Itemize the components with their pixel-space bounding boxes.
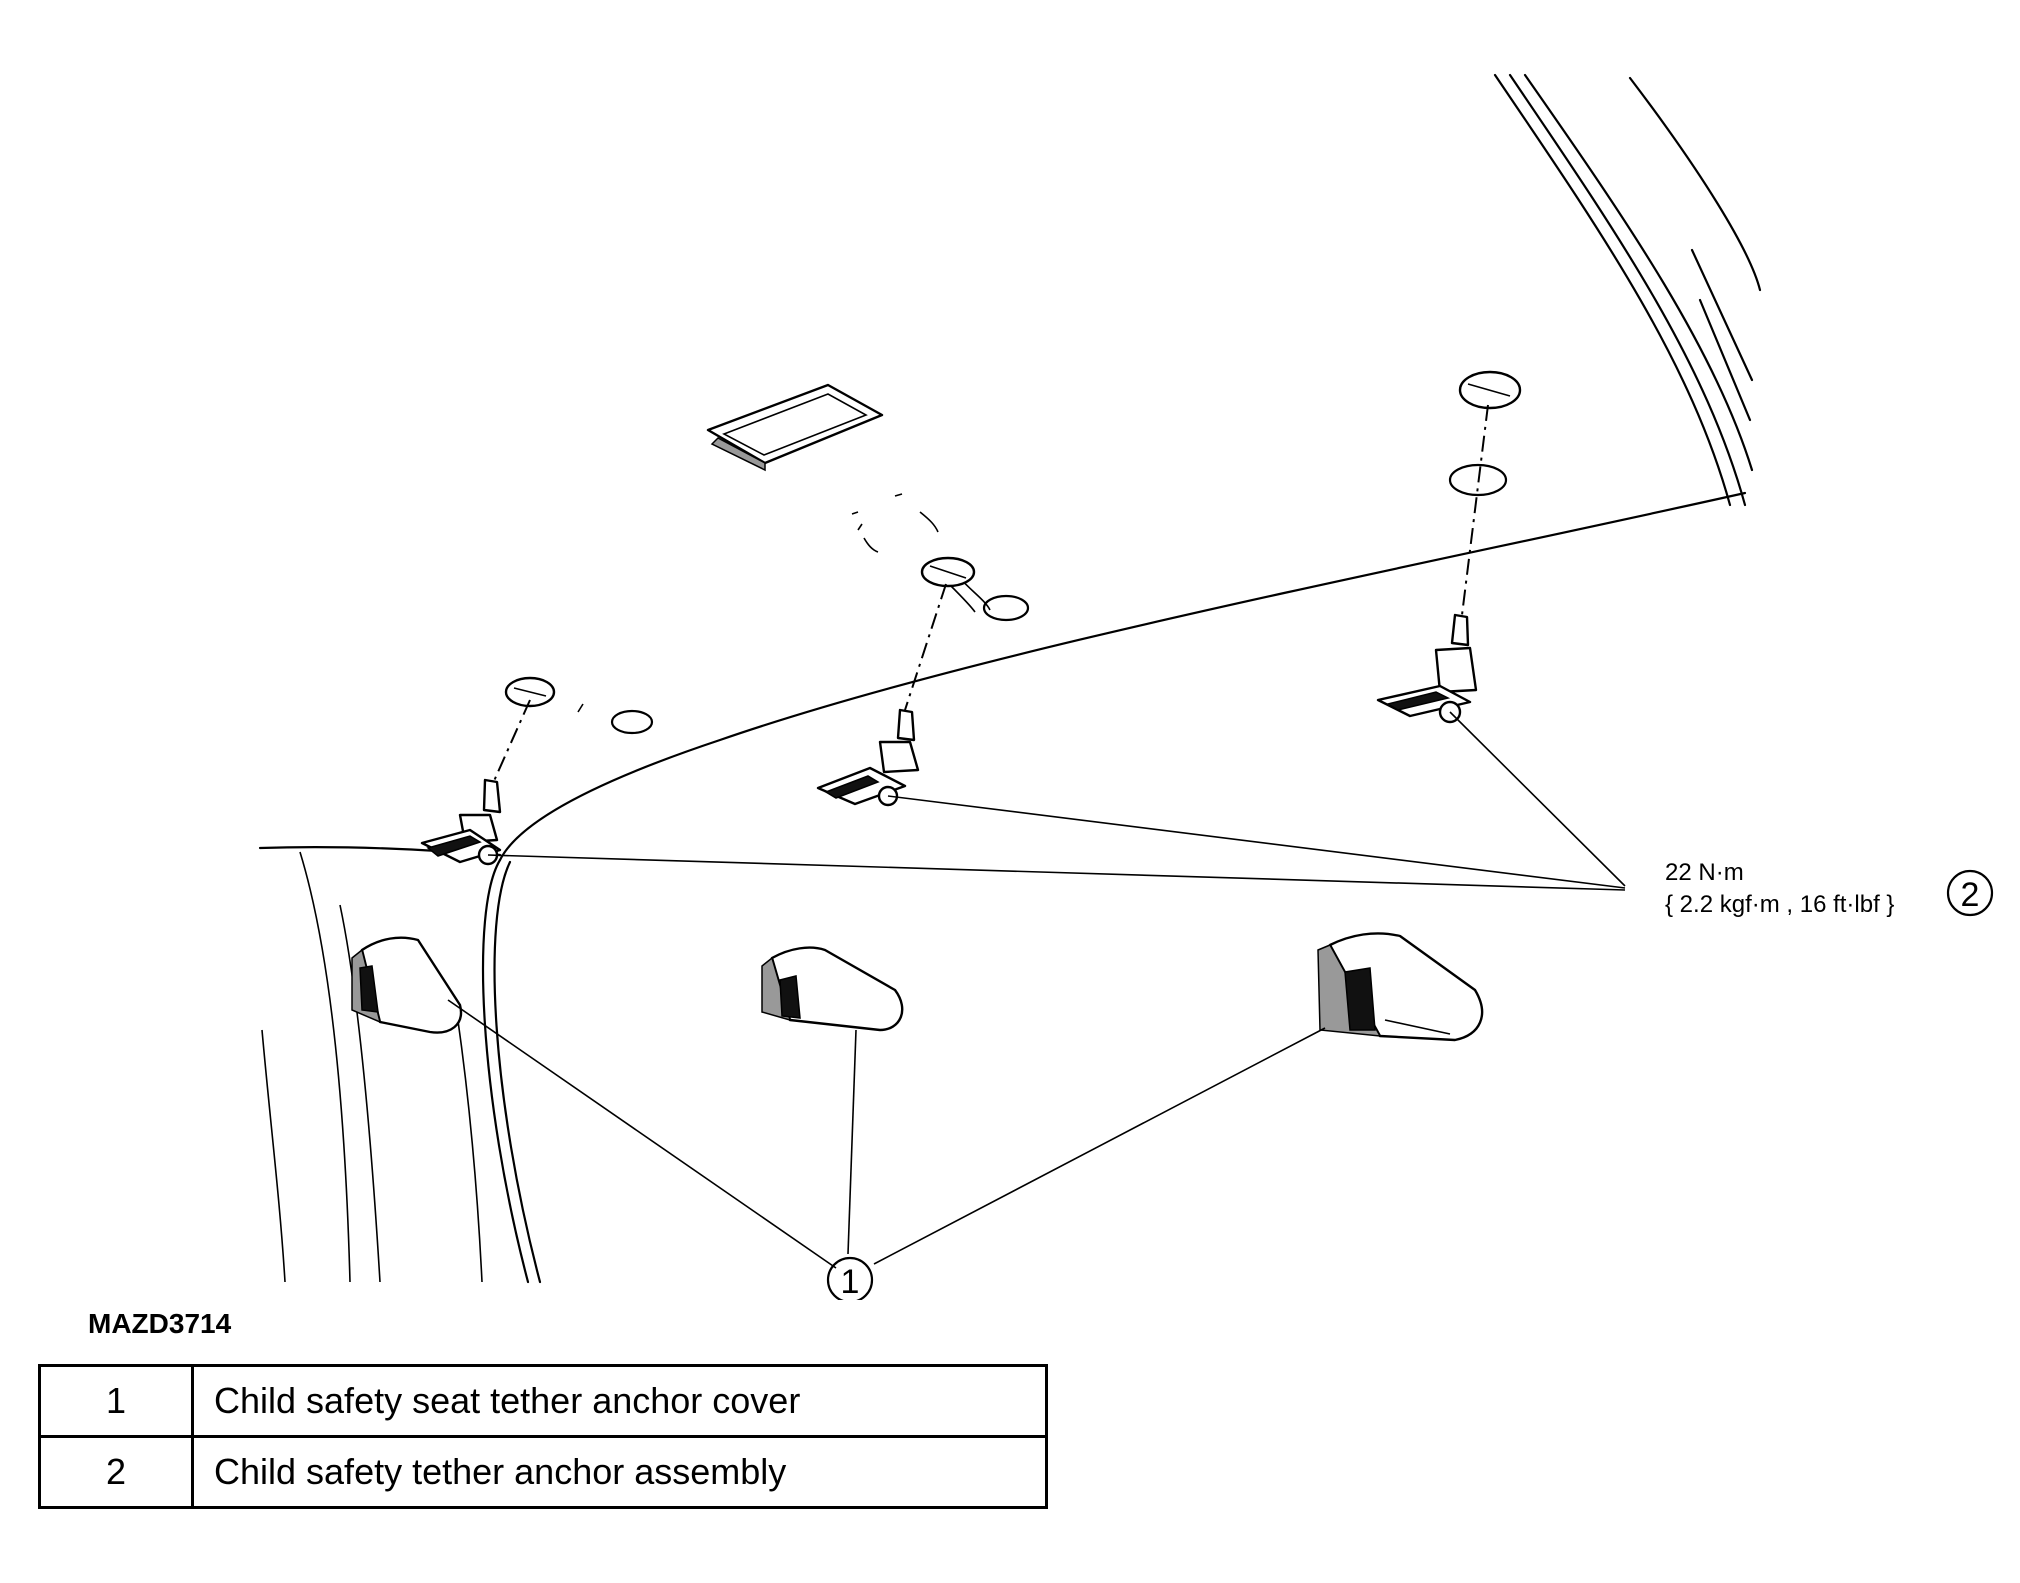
callout-1-label: 1 [841, 1263, 860, 1300]
body-panel-outline [258, 491, 1747, 1284]
legend-description: Child safety seat tether anchor cover [191, 1364, 1048, 1438]
legend-description: Child safety tether anchor assembly [191, 1435, 1048, 1509]
rear-window-lines [1493, 73, 1762, 507]
figure-code: MAZD3714 [88, 1308, 232, 1339]
legend-row: 2 Child safety tether anchor assembly [38, 1435, 1048, 1509]
exploded-view-diagram: 1 22 N·m { 2.2 kgf·m , 16 ft·lbf } 2 [258, 73, 1994, 1300]
legend-row: 1 Child safety seat tether anchor cover [38, 1364, 1048, 1438]
middle-anchor-assembly [816, 556, 976, 807]
legend-number: 1 [38, 1364, 194, 1438]
left-anchor-cover [351, 936, 463, 1034]
middle-anchor-cover [761, 946, 904, 1032]
hole-marks [577, 463, 1508, 735]
torque-conversion: { 2.2 kgf·m , 16 ft·lbf } [1665, 891, 1894, 918]
torque-spec: 22 N·m { 2.2 kgf·m , 16 ft·lbf } [1665, 859, 1894, 918]
legend-table: 1 Child safety seat tether anchor cover … [38, 1364, 1048, 1509]
right-anchor-assembly [1376, 370, 1522, 724]
callout-1: 1 [826, 1256, 874, 1300]
high-mount-stop-light [706, 383, 884, 472]
left-anchor-assembly [420, 676, 556, 866]
callout-2: 2 [1946, 869, 1994, 917]
right-anchor-cover [1317, 932, 1484, 1042]
torque-value: 22 N·m [1665, 859, 1744, 886]
assembly-leader-lines [487, 711, 1626, 891]
legend-number: 2 [38, 1435, 194, 1509]
callout-2-label: 2 [1961, 876, 1980, 914]
cover-leader-lines [447, 999, 1326, 1269]
